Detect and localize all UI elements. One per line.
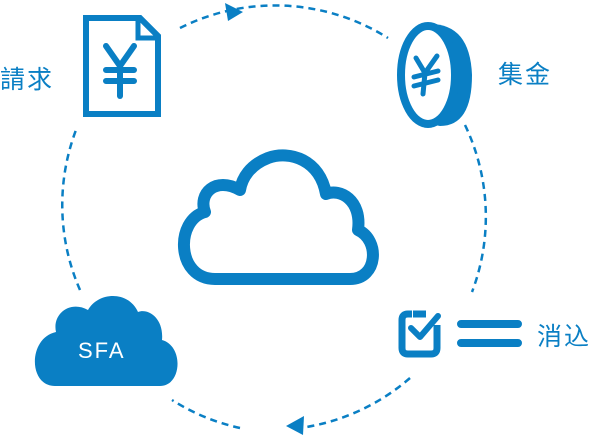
label-reconcile: 消込	[537, 322, 592, 351]
cycle-arrows	[61, 4, 488, 430]
sfa-cloud-icon	[34, 296, 178, 386]
arrowhead-left-icon	[286, 416, 304, 435]
cloud-icon	[178, 149, 379, 285]
arc-right	[463, 124, 488, 293]
arc-bottom-left	[171, 398, 241, 430]
checkbox-icon	[398, 310, 441, 358]
invoice-document-icon	[83, 15, 161, 117]
arrowhead-right-icon	[225, 3, 243, 21]
label-sfa: SFA	[78, 338, 126, 363]
label-collection: 集金	[498, 60, 553, 89]
arc-bottom-right	[299, 377, 411, 430]
label-invoice: 請求	[0, 65, 55, 94]
list-lines-icon	[457, 320, 522, 347]
arc-left	[61, 129, 82, 291]
arc-top	[179, 4, 389, 40]
yen-coin-icon	[397, 22, 472, 128]
